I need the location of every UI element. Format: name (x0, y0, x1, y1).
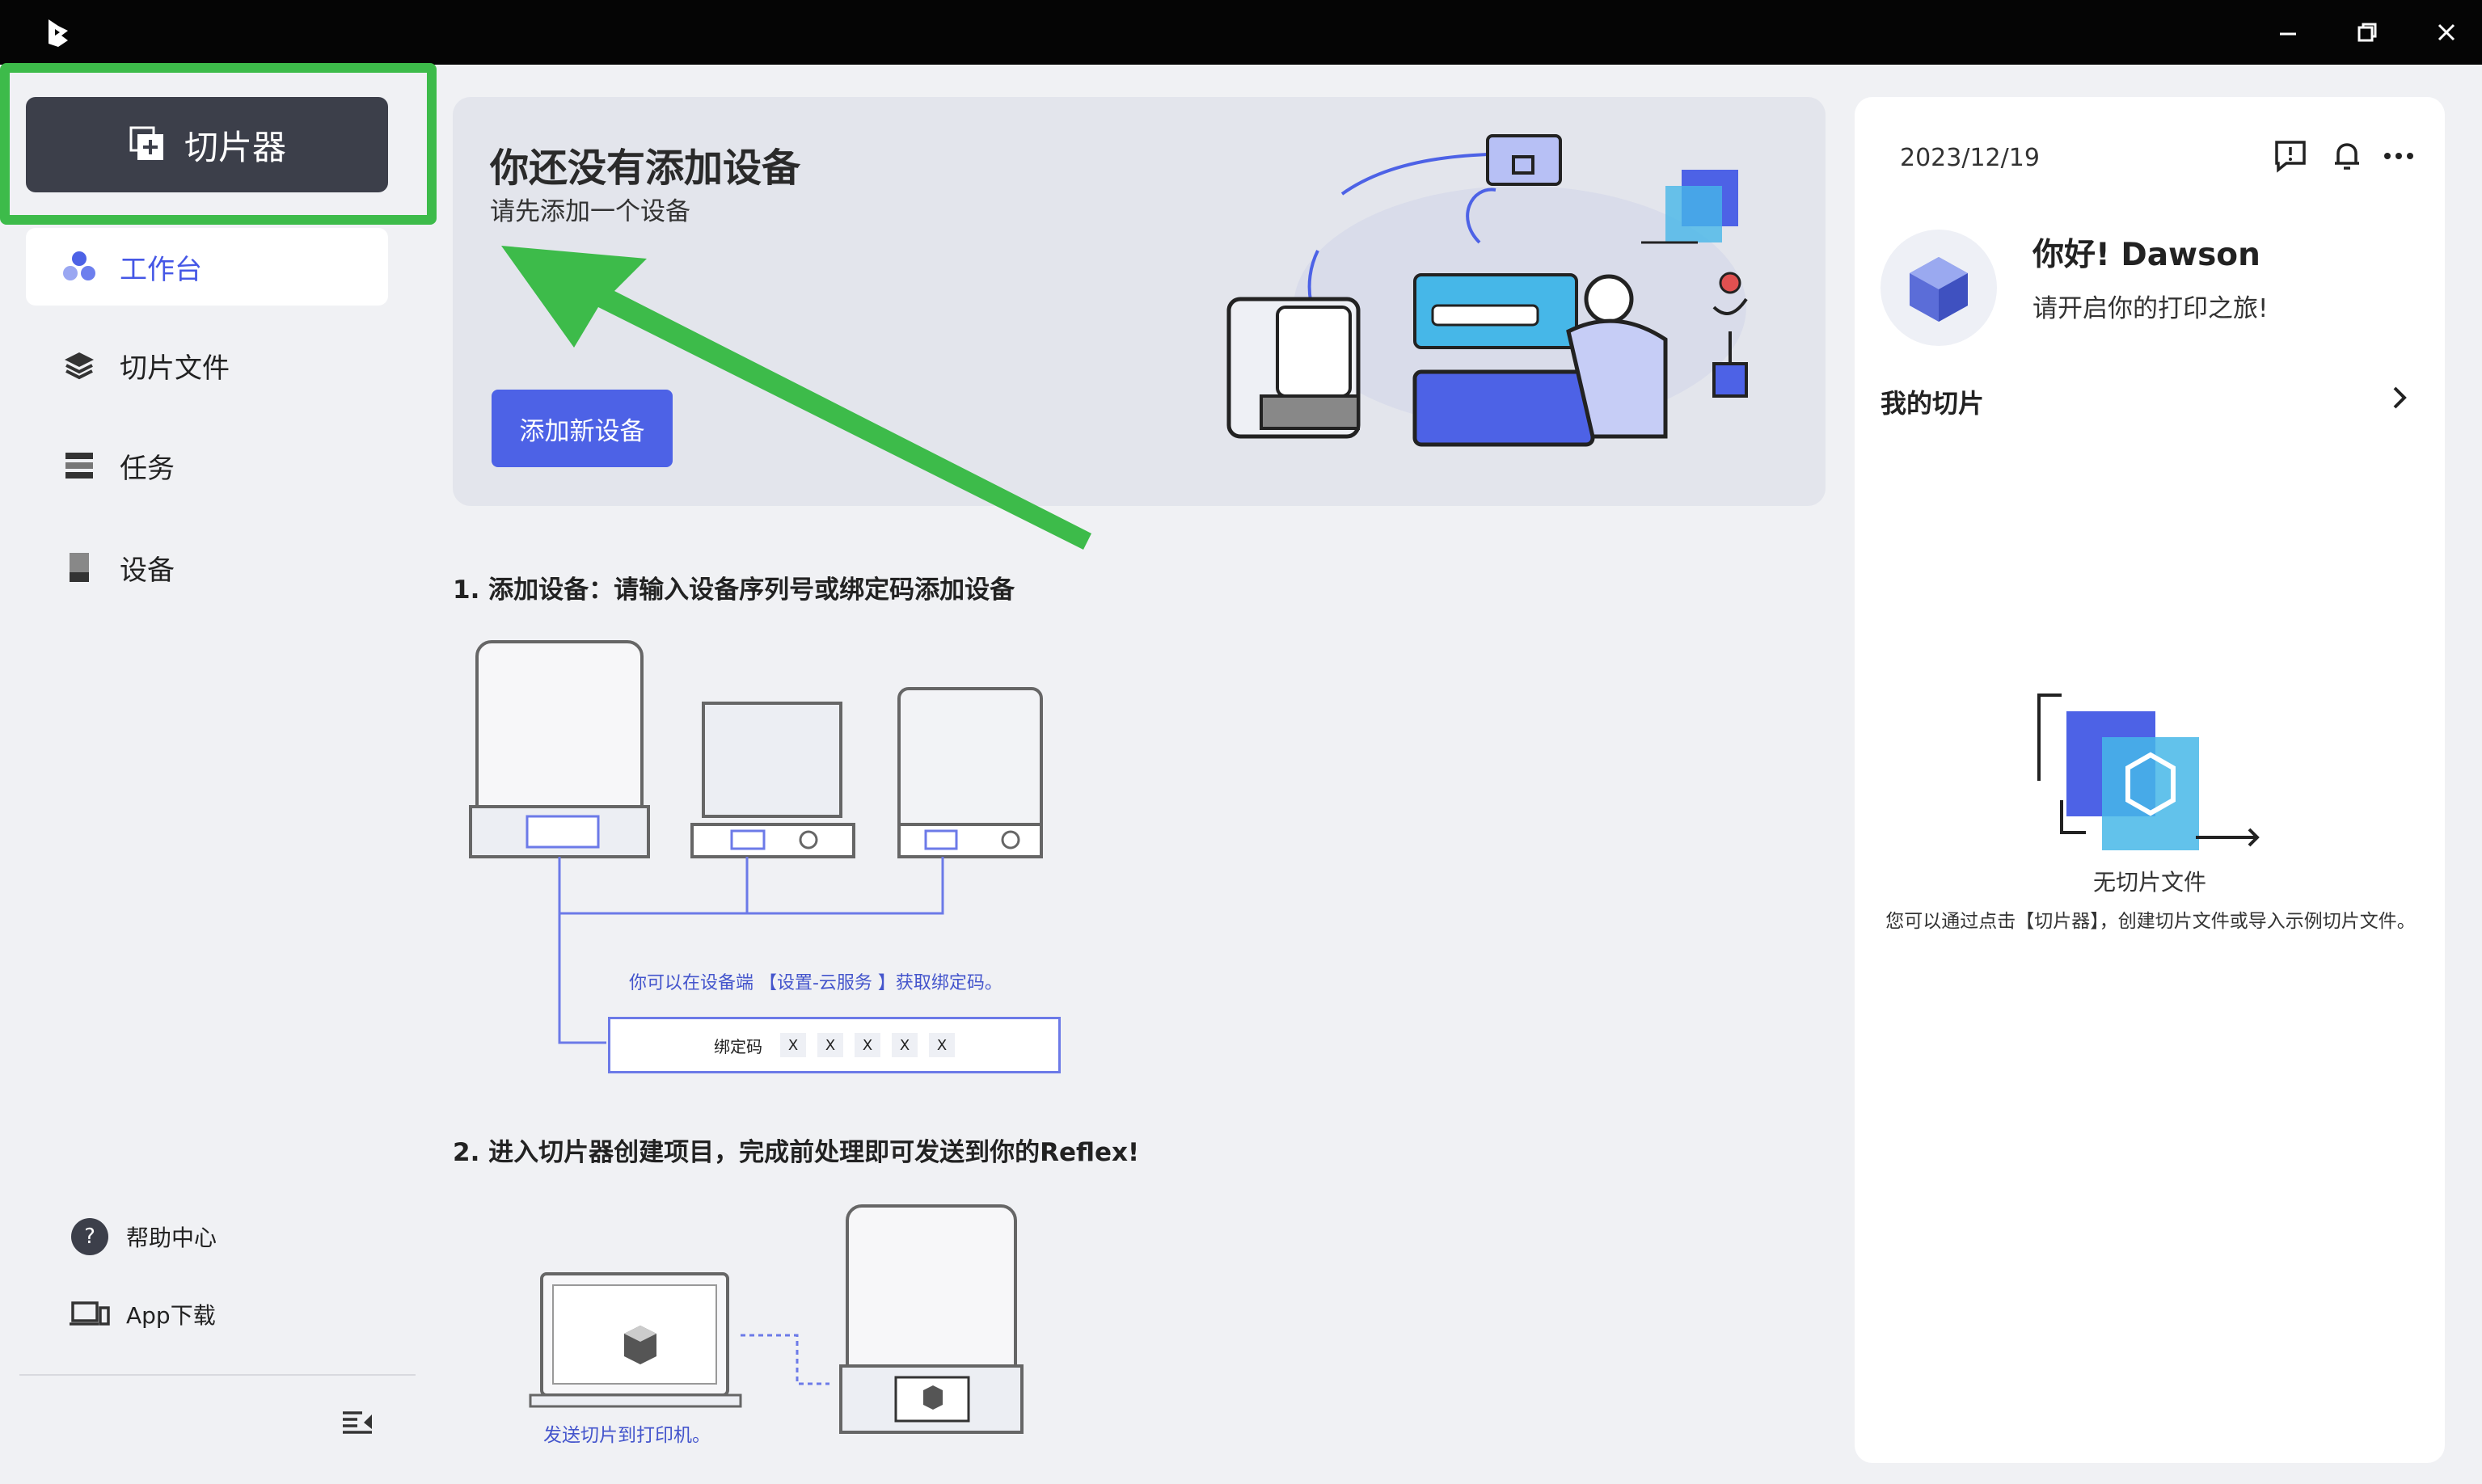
help-center-link[interactable]: ? 帮助中心 (70, 1214, 217, 1259)
help-icon: ? (71, 1218, 108, 1255)
bind-device-illustration (469, 640, 1043, 1044)
sidebar-item-devices[interactable]: 设备 (26, 529, 388, 606)
add-device-button[interactable]: 添加新设备 (492, 390, 673, 467)
close-button[interactable] (2427, 13, 2466, 52)
sidebar-item-label: 切片文件 (120, 352, 230, 385)
banner-subtitle: 请先添加一个设备 (490, 197, 690, 226)
bind-code-cell: X (855, 1033, 880, 1057)
title-bar (0, 0, 2482, 65)
sidebar-item-label: 任务 (120, 452, 175, 485)
date-label: 2023/12/19 (1900, 144, 2040, 172)
bind-code-hint: 你可以在设备端 【设置-云服务 】获取绑定码。 (629, 973, 1003, 993)
minimize-icon (2280, 32, 2296, 36)
help-center-label: 帮助中心 (126, 1225, 217, 1251)
sidebar-item-label: 工作台 (120, 253, 202, 286)
devices-icon (70, 1301, 110, 1326)
empty-slices-illustration (2037, 694, 2260, 850)
sidebar-item-tasks[interactable]: 任务 (26, 427, 388, 504)
greeting: 你好! Dawson (2032, 237, 2260, 273)
close-icon (2438, 23, 2455, 41)
add-device-illustration (1226, 134, 1748, 447)
empty-slices-title: 无切片文件 (2092, 869, 2206, 896)
bind-code-cell: X (892, 1033, 918, 1057)
bind-code-box: 绑定码 X X X X X (608, 1017, 1061, 1073)
greeting-subtitle: 请开启你的打印之旅! (2032, 294, 2269, 323)
slicer-label: 切片器 (184, 127, 286, 167)
bell-icon[interactable] (2328, 137, 2366, 175)
chevron-right-icon[interactable] (2382, 380, 2417, 415)
bind-code-cell: X (780, 1033, 806, 1057)
empty-slices-description: 您可以通过点击【切片器】，创建切片文件或导入示例切片文件。 (1885, 911, 2416, 932)
app-logo-icon (49, 19, 68, 47)
green-annotation-arrow (501, 246, 1091, 550)
bind-code-label: 绑定码 (714, 1036, 762, 1056)
sidebar-divider (19, 1374, 416, 1376)
sidebar-item-slice-files[interactable]: 切片文件 (26, 327, 388, 404)
more-icon[interactable] (2380, 137, 2417, 175)
slicer-button[interactable]: 切片器 (26, 97, 388, 192)
send-caption: 发送切片到打印机。 (543, 1425, 711, 1446)
collapse-sidebar-icon[interactable] (338, 1403, 377, 1442)
step2-title: 2. 进入切片器创建项目，完成前处理即可发送到你的Reflex! (453, 1138, 1140, 1167)
slicer-add-icon (129, 126, 163, 160)
send-slice-illustration (529, 1204, 1024, 1434)
app-download-label: App下载 (126, 1302, 216, 1329)
app-download-link[interactable]: App下载 (70, 1292, 216, 1337)
my-slices-heading[interactable]: 我的切片 (1880, 388, 1985, 419)
minimize-button[interactable] (2269, 13, 2307, 52)
device-icon (61, 550, 97, 585)
svg-text:?: ? (84, 1225, 95, 1249)
tasks-icon (61, 448, 97, 483)
workbench-icon (61, 249, 97, 285)
sidebar-item-workbench[interactable]: 工作台 (26, 228, 388, 306)
banner-title: 你还没有添加设备 (490, 145, 801, 191)
restore-button[interactable] (2348, 13, 2387, 52)
restore-icon (2357, 23, 2377, 42)
slicer-highlight-frame (0, 63, 437, 225)
avatar-cube-icon (1910, 257, 1968, 322)
avatar[interactable] (1880, 230, 1997, 346)
bind-code-cell: X (817, 1033, 843, 1057)
feedback-icon[interactable] (2272, 137, 2309, 175)
sidebar-item-label: 设备 (120, 554, 175, 587)
bind-code-cell: X (929, 1033, 955, 1057)
layers-icon (61, 348, 97, 383)
step1-title: 1. 添加设备：请输入设备序列号或绑定码添加设备 (453, 575, 1015, 605)
